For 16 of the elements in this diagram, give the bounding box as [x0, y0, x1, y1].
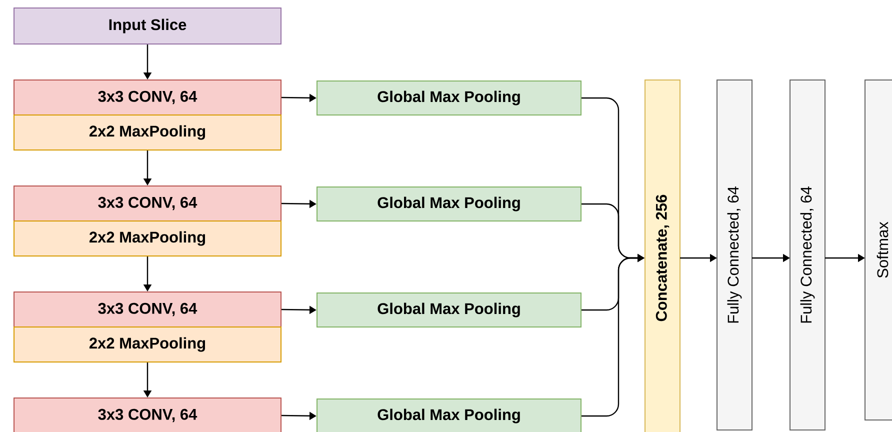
dense-layer-bar: Softmax — [864, 80, 892, 420]
pooling-layer-box: 2x2 MaxPooling — [14, 220, 282, 256]
pooling-layer-box: 2x2 MaxPooling — [14, 326, 282, 362]
conv-layer-box: 3x3 CONV, 64 — [14, 398, 282, 432]
pooling-layer-box: 2x2 MaxPooling — [14, 114, 282, 150]
input-box: Input Slice — [14, 8, 282, 44]
global-pooling-box: Global Max Pooling — [316, 292, 582, 328]
conv-layer-box: 3x3 CONV, 64 — [14, 80, 282, 116]
conv-layer-box: 3x3 CONV, 64 — [14, 186, 282, 222]
global-pooling-box: Global Max Pooling — [316, 398, 582, 432]
concatenate-bar: Concatenate, 256 — [644, 80, 680, 432]
dense-layer-bar: Fully Connected, 64 — [716, 80, 752, 430]
conv-layer-box: 3x3 CONV, 64 — [14, 292, 282, 328]
global-pooling-box: Global Max Pooling — [316, 186, 582, 222]
global-pooling-box: Global Max Pooling — [316, 80, 582, 116]
dense-layer-bar: Fully Connected, 64 — [790, 80, 826, 430]
